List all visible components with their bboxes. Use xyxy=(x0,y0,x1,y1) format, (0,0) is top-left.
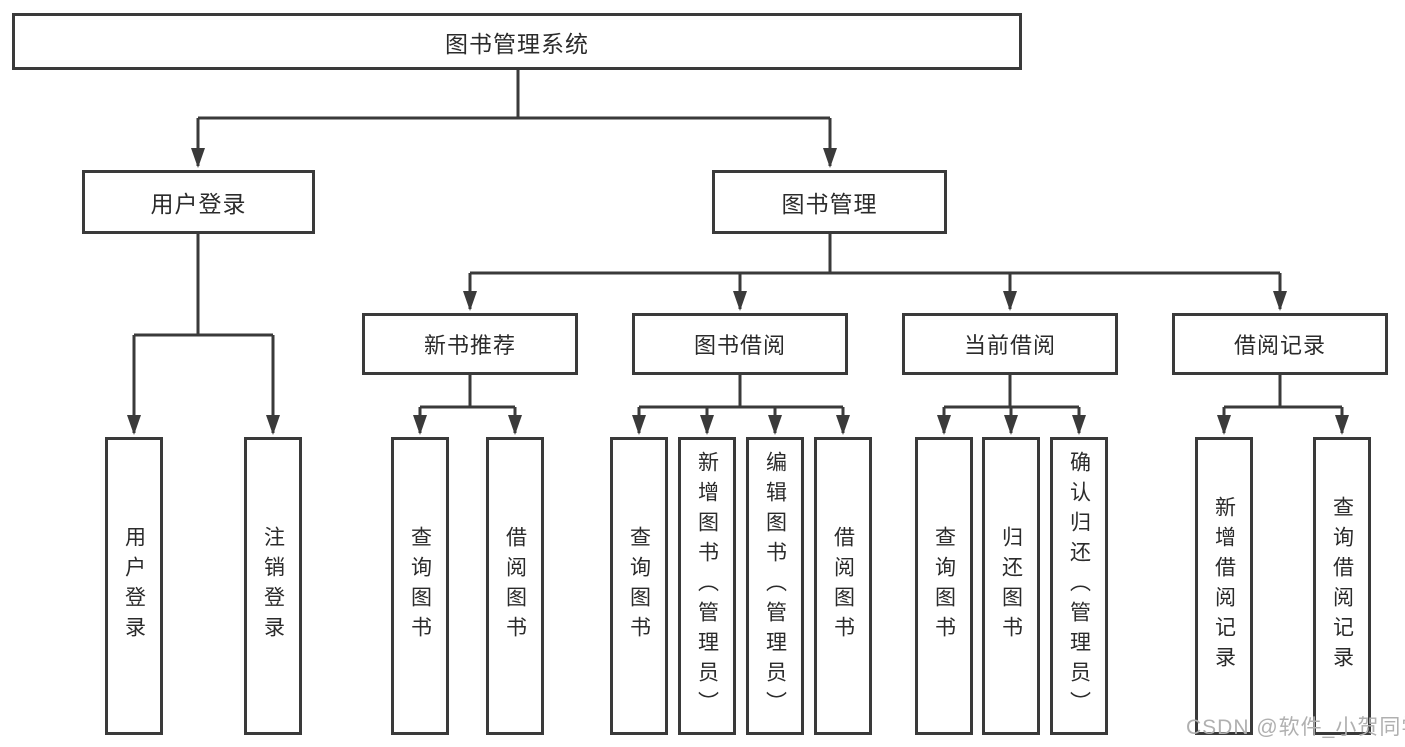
leaf-borrow-books-recommend: 借阅图书 xyxy=(486,437,544,735)
node-new-book-recommend: 新书推荐 xyxy=(362,313,578,375)
leaf-borrow-books: 借阅图书 xyxy=(814,437,872,735)
leaf-add-borrow-record: 新增借阅记录 xyxy=(1195,437,1253,735)
leaf-query-borrow-record: 查询借阅记录 xyxy=(1313,437,1371,735)
leaf-confirm-return-admin: 确认归还（管理员） xyxy=(1050,437,1108,735)
node-borrowing-records: 借阅记录 xyxy=(1172,313,1388,375)
node-book-management: 图书管理 xyxy=(712,170,947,234)
leaf-return-books: 归还图书 xyxy=(982,437,1040,735)
watermark: CSDN @软件_小贺同学 xyxy=(1186,716,1405,739)
leaf-logout: 注销登录 xyxy=(244,437,302,735)
leaf-edit-books-admin: 编辑图书（管理员） xyxy=(746,437,804,735)
node-user-login: 用户登录 xyxy=(82,170,315,234)
leaf-query-books-borrow: 查询图书 xyxy=(610,437,668,735)
leaf-user-login: 用户登录 xyxy=(105,437,163,735)
leaf-query-books-current: 查询图书 xyxy=(915,437,973,735)
node-current-borrowing: 当前借阅 xyxy=(902,313,1118,375)
leaf-query-books-recommend: 查询图书 xyxy=(391,437,449,735)
node-book-borrowing: 图书借阅 xyxy=(632,313,848,375)
node-library-management-system: 图书管理系统 xyxy=(12,13,1022,70)
leaf-add-books-admin: 新增图书（管理员） xyxy=(678,437,736,735)
